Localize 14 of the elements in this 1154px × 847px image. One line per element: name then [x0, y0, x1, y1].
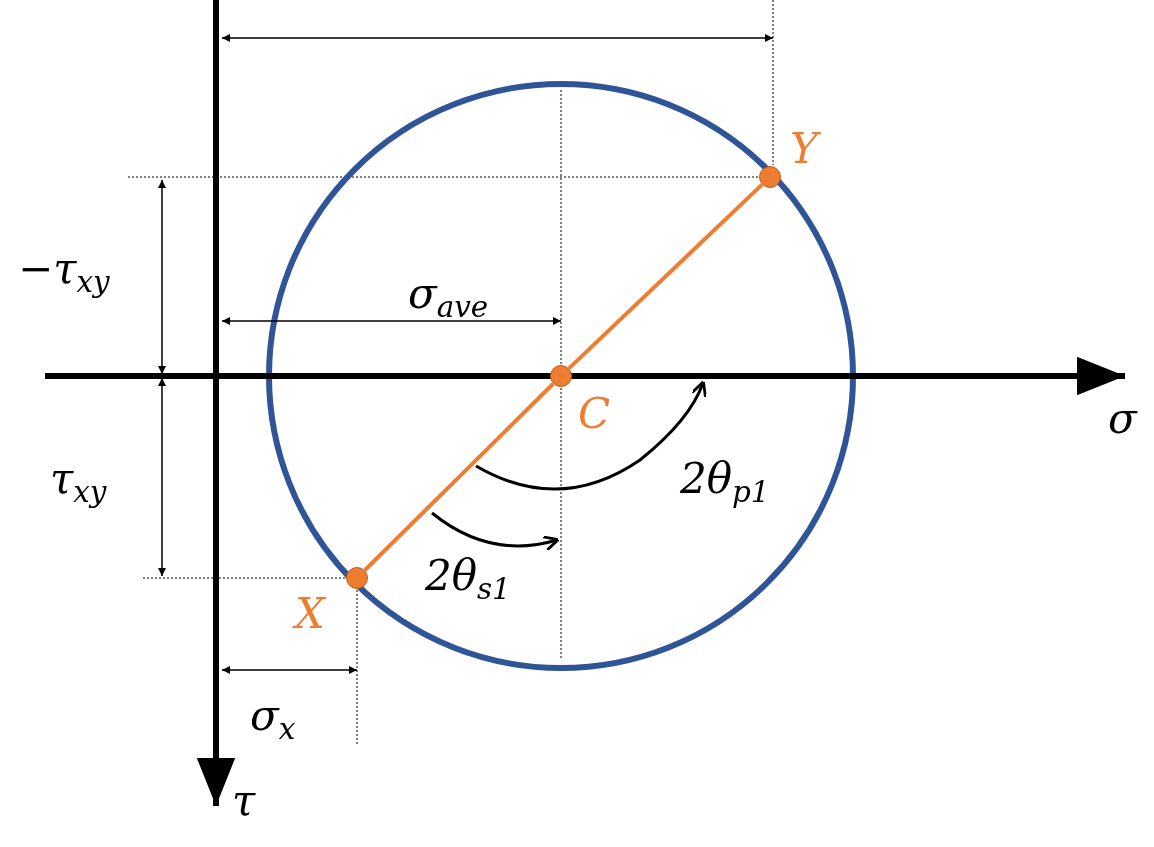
diameter-line — [363, 382, 555, 572]
point-marker — [550, 365, 572, 387]
angle-label: 2θ$_{s1}$ — [425, 555, 511, 605]
point-marker — [346, 567, 368, 589]
dimension-label: τ$_{xy}$ — [50, 458, 107, 508]
angle-label: 2θ$_{p1}$ — [680, 458, 770, 508]
dimension-label: −τ$_{xy}$ — [18, 248, 110, 298]
point-label: C — [578, 393, 611, 435]
diameter-line — [567, 183, 764, 370]
axis-label: τ — [232, 780, 256, 822]
dimension-label: σ$_{ave}$ — [408, 273, 489, 323]
dimension-label: σ$_{x}$ — [250, 695, 296, 745]
axis-label: σ — [1108, 398, 1137, 440]
point-marker — [759, 166, 781, 188]
